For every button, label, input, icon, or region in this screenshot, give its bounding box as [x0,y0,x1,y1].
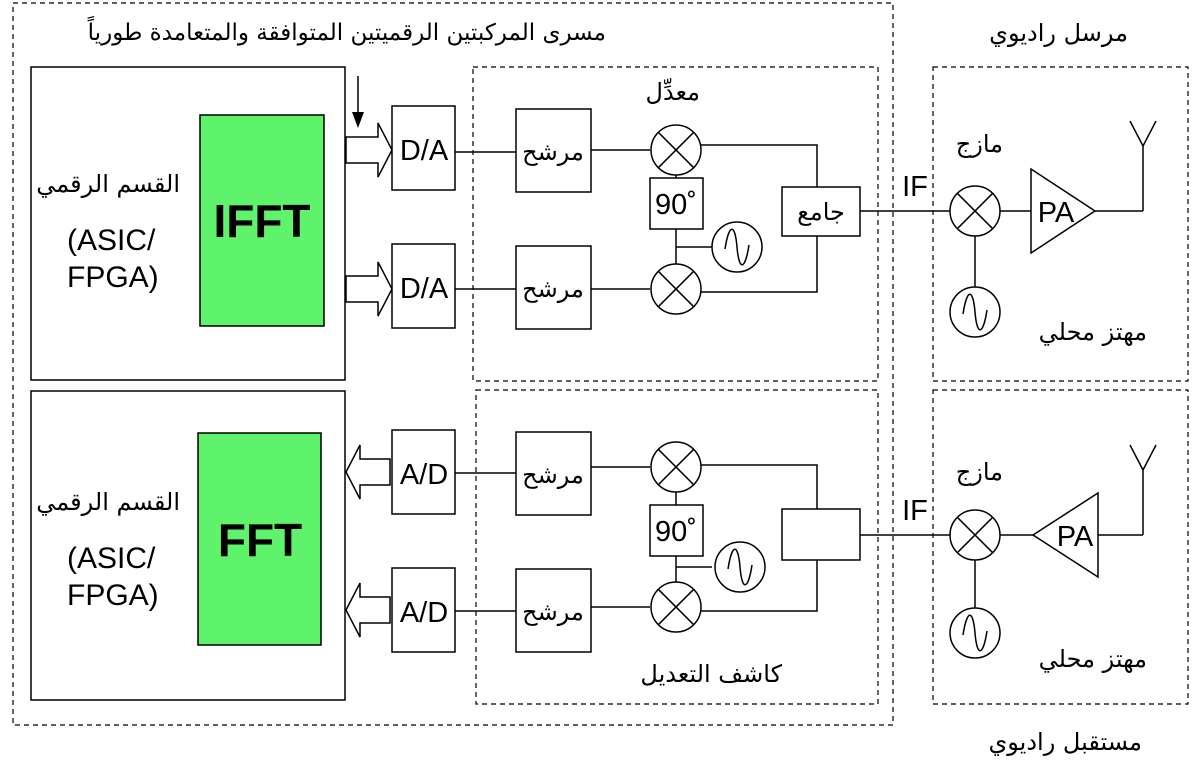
demodulator-title: كاشف التعديل [640,660,782,688]
filter-rx-q [515,568,592,653]
iq-path-title: مسرى المركبتين الرقميتين المتوافقة والمت… [87,16,606,46]
adc-i [391,429,456,515]
phase-shifter-tx-label: 90˚ [655,189,697,221]
pa-tx-label: PA [1038,197,1075,229]
pa-rx-label: PA [1057,521,1094,553]
fft-label: FFT [218,514,302,566]
rx-bus-arrow-i [345,444,391,500]
mixer-rx-i-icon [650,441,702,493]
oscillator-rx-icon [714,541,766,593]
phase-shifter-tx [649,177,704,230]
adc-q [391,567,456,653]
oscillator-tx-icon [711,221,763,273]
input-arrow-head [352,112,364,128]
digital-section-tx-label: القسم الرقمي [36,170,180,198]
mixer-label-rx: مازج [956,458,1003,486]
adc-q-label: A/D [400,597,448,629]
dac-q-label: D/A [400,273,449,305]
local-oscillator-rx-label: مهتز محلي [1039,645,1147,673]
local-oscillator-rx-icon [949,607,1001,659]
phase-shifter-rx [649,504,704,557]
mixer-label-tx: مازج [956,130,1003,158]
antenna-rx-icon [1129,444,1157,536]
local-oscillator-tx-icon [949,286,1001,338]
digital-section-rx-fpga: FPGA) [67,579,159,612]
receiver-title: مستقبل راديوي [988,728,1142,756]
mixer-tx-q-icon [650,263,702,315]
modulator-region [472,66,879,382]
filter-rx-i-label: مرشح [522,461,584,489]
tx-bus-arrow-i [345,122,393,178]
tx-bus-arrow-q [345,261,393,317]
digital-section-tx-asic: (ASIC/ [67,224,156,257]
fft-block [197,432,322,646]
splitter [781,508,861,561]
mixer-tx-i-icon [650,124,702,176]
filter-tx-q-label: مرشح [522,275,584,303]
dac-i [391,105,456,191]
filter-tx-i [515,108,592,193]
filter-tx-q [515,245,592,330]
dac-i-label: D/A [400,135,449,167]
dac-q [391,243,456,329]
mixer-rx-q-icon [650,581,702,633]
digital-section-tx-fpga: FPGA) [67,261,159,294]
tx-radio-region [932,66,1189,382]
transmitter-title: مرسل راديوي [989,19,1128,47]
demodulator-region [475,389,879,705]
ifft-block [199,114,325,327]
digital-section-rx-label: القسم الرقمي [36,488,180,516]
adc-i-label: A/D [400,459,448,491]
antenna-tx-icon [1129,120,1157,212]
digital-section-rx-asic: (ASIC/ [67,542,156,575]
filter-rx-i [515,431,592,516]
pa-tx [1030,167,1097,255]
modulator-title: معدِّل [646,77,700,106]
phase-shifter-rx-label: 90˚ [655,516,697,548]
if-label-tx: IF [902,171,928,203]
rf-mixer-rx-icon [949,509,1001,561]
combiner-label: جامع [797,198,845,226]
rx-bus-arrow-q [345,582,391,638]
ifft-label: IFFT [213,195,310,247]
if-label-rx: IF [902,495,928,527]
local-oscillator-tx-label: مهتز محلي [1039,318,1147,346]
filter-rx-q-label: مرشح [522,598,584,626]
filter-tx-i-label: مرشح [522,138,584,166]
rf-mixer-tx-icon [949,185,1001,237]
rx-radio-region [932,389,1189,705]
